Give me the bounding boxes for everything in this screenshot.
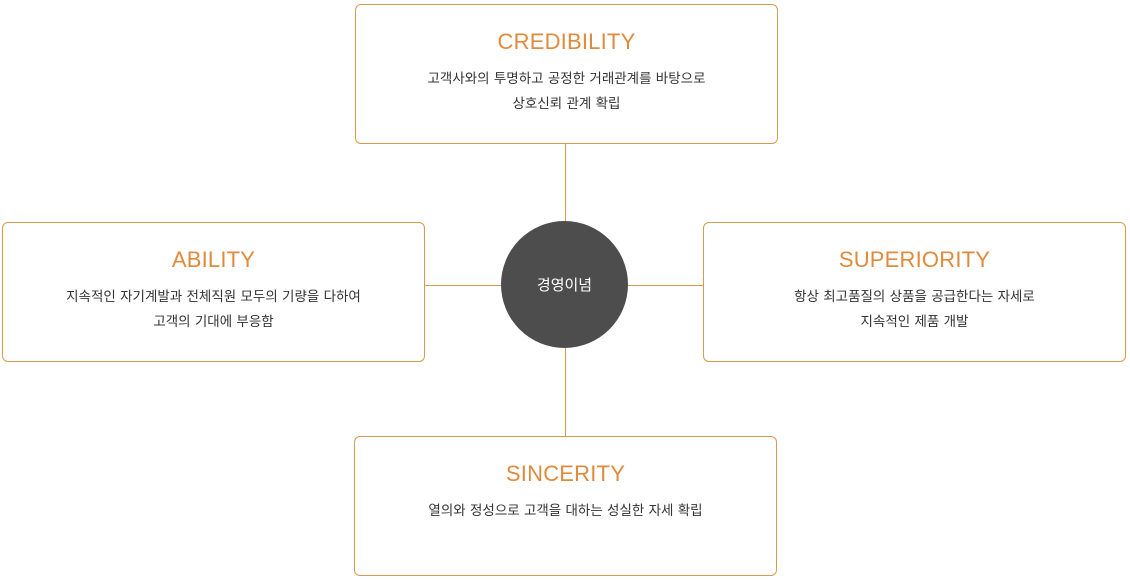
- connector-left: [424, 285, 502, 286]
- sincerity-title: SINCERITY: [505, 461, 626, 486]
- superiority-title: SUPERIORITY: [838, 247, 991, 272]
- management-philosophy-circle: 경영이념: [501, 221, 628, 348]
- credibility-description: 고객사와의 투명하고 공정한 거래관계를 바탕으로 상호신뢰 관계 확립: [356, 67, 777, 117]
- credibility-line-1: 고객사와의 투명하고 공정한 거래관계를 바탕으로: [427, 71, 706, 87]
- superiority-box: SUPERIORITY 항상 최고품질의 상품을 공급한다는 자세로 지속적인 …: [703, 222, 1126, 362]
- sincerity-box: SINCERITY 열의와 정성으로 고객을 대하는 성실한 자세 확립: [354, 436, 777, 576]
- superiority-description: 항상 최고품질의 상품을 공급한다는 자세로 지속적인 제품 개발: [704, 285, 1125, 335]
- ability-description: 지속적인 자기계발과 전체직원 모두의 기량을 다하여 고객의 기대에 부응함: [3, 285, 424, 335]
- sincerity-description: 열의와 정성으로 고객을 대하는 성실한 자세 확립: [355, 499, 776, 524]
- ability-line-1: 지속적인 자기계발과 전체직원 모두의 기량을 다하여: [66, 289, 361, 305]
- connector-bottom: [565, 347, 566, 437]
- ability-line-2: 고객의 기대에 부응함: [153, 314, 274, 330]
- connector-top: [565, 143, 566, 223]
- ability-box: ABILITY 지속적인 자기계발과 전체직원 모두의 기량을 다하여 고객의 …: [2, 222, 425, 362]
- credibility-line-2: 상호신뢰 관계 확립: [512, 96, 621, 112]
- credibility-box: CREDIBILITY 고객사와의 투명하고 공정한 거래관계를 바탕으로 상호…: [355, 4, 778, 144]
- ability-title: ABILITY: [171, 247, 256, 272]
- sincerity-line-1: 열의와 정성으로 고객을 대하는 성실한 자세 확립: [428, 503, 703, 519]
- connector-right: [628, 285, 704, 286]
- superiority-line-2: 지속적인 제품 개발: [860, 314, 969, 330]
- superiority-line-1: 항상 최고품질의 상품을 공급한다는 자세로: [794, 289, 1035, 305]
- credibility-title: CREDIBILITY: [497, 29, 636, 54]
- center-label: 경영이념: [536, 276, 593, 294]
